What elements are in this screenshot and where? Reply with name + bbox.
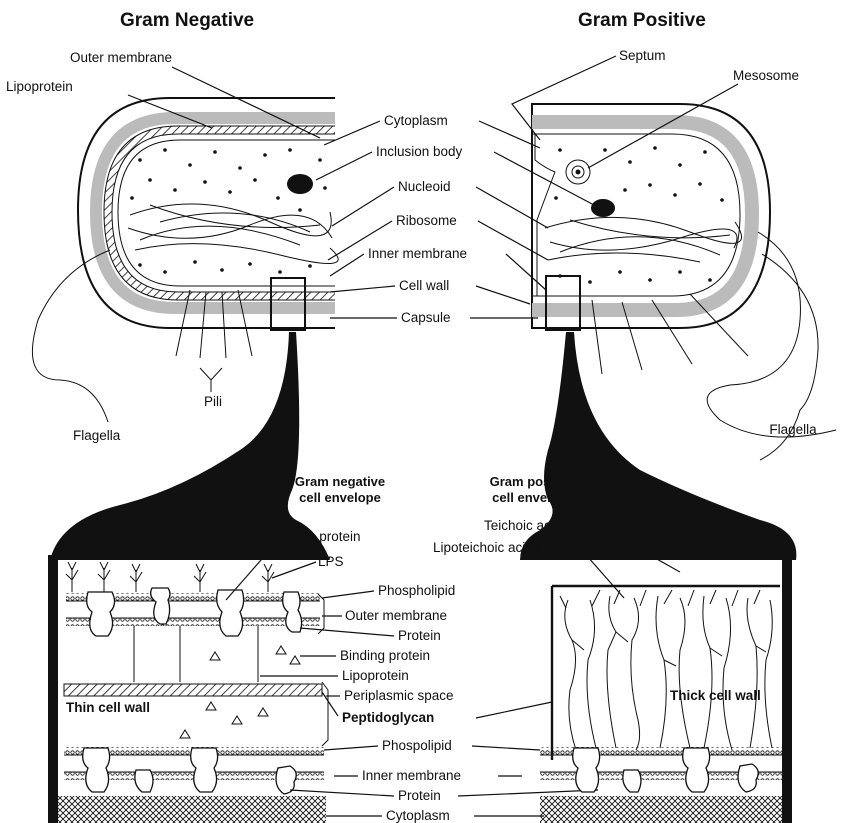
funnel-left [50, 332, 330, 560]
label-phospolipid: Phospolipid [382, 738, 452, 753]
label-nucleoid: Nucleoid [398, 179, 451, 194]
gram-negative-envelope-title-2: cell envelope [299, 490, 381, 505]
gram-negative-title: Gram Negative [120, 10, 254, 31]
label-cytoplasm: Cytoplasm [384, 113, 448, 128]
label-cytoplasm-env: Cytoplasm [386, 808, 450, 823]
label-inner-membrane-env: Inner membrane [362, 768, 461, 783]
gram-positive-title: Gram Positive [578, 10, 706, 31]
label-thin-cell-wall: Thin cell wall [66, 700, 150, 715]
label-flagella-right: Flagella [769, 422, 817, 437]
inclusion-body-left [287, 174, 313, 194]
label-peptidoglycan: Peptidoglycan [342, 710, 434, 725]
gram-positive-envelope-title-2: cell envelope [492, 490, 574, 505]
label-phospholipid: Phospholipid [378, 583, 455, 598]
label-lps: LPS [318, 554, 344, 569]
label-pili: Pili [204, 394, 222, 409]
label-outer-membrane: Outer membrane [70, 50, 172, 65]
label-lipoprotein-env: Lipoprotein [342, 668, 409, 683]
label-cell-wall: Cell wall [399, 278, 449, 293]
label-protein-outer: Protein [398, 628, 441, 643]
label-lipoteichoic-acids: Lipoteichoic acids [433, 540, 540, 555]
label-lipoprotein: Lipoprotein [6, 79, 73, 94]
label-mesosome: Mesosome [733, 68, 799, 83]
label-capsule: Capsule [401, 310, 451, 325]
label-binding-protein: Binding protein [340, 648, 430, 663]
gram-negative-envelope-title-1: Gram negative [295, 474, 385, 489]
label-outer-membrane-env: Outer membrane [345, 608, 447, 623]
label-septum: Septum [619, 48, 666, 63]
label-protein-inner: Protein [398, 788, 441, 803]
label-inclusion-body: Inclusion body [376, 144, 463, 159]
label-ribosome: Ribosome [396, 213, 457, 228]
label-teichoic-acids: Teichoic acids [484, 518, 568, 533]
label-thick-cell-wall: Thick cell wall [670, 688, 761, 703]
label-porin-protein: Porin protein [284, 529, 361, 544]
label-periplasmic-space: Periplasmic space [344, 688, 454, 703]
label-flagella-left: Flagella [73, 428, 121, 443]
inclusion-body-right [591, 199, 615, 217]
label-inner-membrane: Inner membrane [368, 246, 467, 261]
gram-positive-envelope-title-1: Gram positive [490, 474, 577, 489]
gram-negative-envelope [48, 555, 330, 823]
